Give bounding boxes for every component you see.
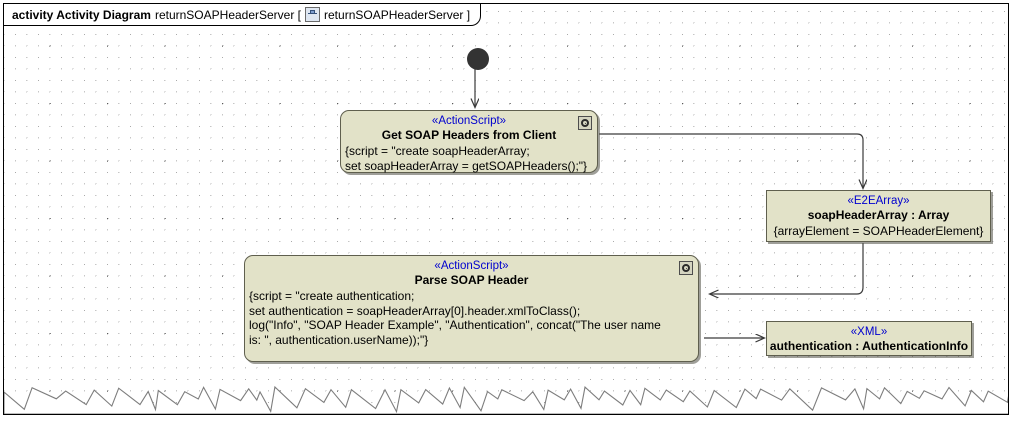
behavior-icon[interactable] (679, 261, 693, 275)
stereotype-label: «ActionScript» (434, 260, 509, 272)
node-body: {script = "create authentication; set au… (249, 289, 661, 347)
stereotype-label: «E2EArray» (847, 195, 910, 207)
edge-array-to-parse-header (710, 243, 864, 294)
node-body: {script = "create soapHeaderArray; set s… (345, 144, 588, 173)
diagram-frame: activity Activity Diagram returnSOAPHead… (3, 3, 1009, 415)
action-node-parse-soap-header[interactable]: «ActionScript» Parse SOAP Header {script… (244, 255, 699, 362)
node-name: soapHeaderArray : Array (807, 208, 950, 222)
node-name: Get SOAP Headers from Client (381, 128, 557, 142)
stereotype-label: «XML» (850, 326, 888, 338)
object-node-soap-header-array[interactable]: «E2EArray» soapHeaderArray : Array {arra… (766, 190, 991, 242)
edge-get-headers-to-array (599, 133, 863, 188)
activity-diagram-icon (305, 7, 321, 22)
node-name: Parse SOAP Header (414, 273, 529, 287)
stereotype-label: «ActionScript» (431, 115, 507, 127)
action-node-get-soap-headers[interactable]: «ActionScript» Get SOAP Headers from Cli… (340, 110, 598, 173)
behavior-icon[interactable] (578, 116, 592, 130)
initial-node[interactable] (467, 48, 489, 70)
diagram-frame-title: activity Activity Diagram returnSOAPHead… (4, 4, 482, 26)
frame-keyword: activity Activity Diagram (12, 7, 151, 22)
object-node-authentication[interactable]: «XML» authentication : AuthenticationInf… (766, 321, 972, 356)
frame-name: returnSOAPHeaderServer [ (154, 7, 302, 22)
node-name: authentication : AuthenticationInfo (769, 339, 969, 353)
frame-qualified-name: returnSOAPHeaderServer ] (324, 7, 471, 22)
torn-edge-decoration (4, 385, 1008, 414)
node-body: {arrayElement = SOAPHeaderElement} (773, 224, 984, 238)
